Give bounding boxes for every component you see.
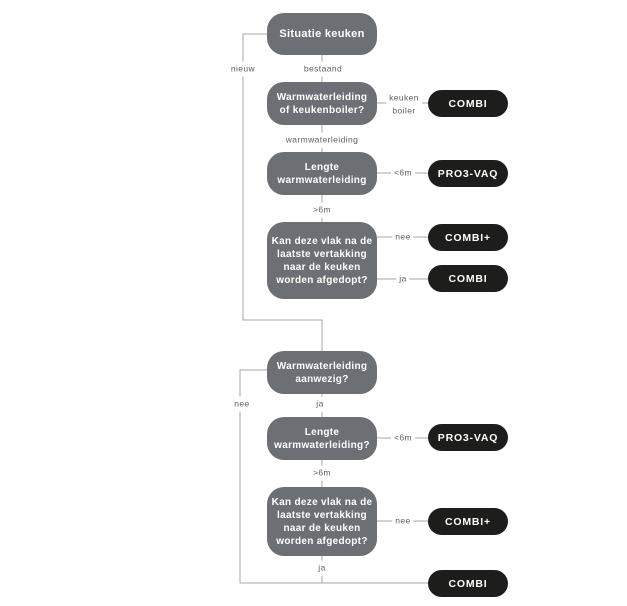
edge-nieuw-path [242,33,323,351]
edge-nee-nieuw-path [239,369,428,584]
edge-label-warmwaterleiding: warmwaterleiding [282,132,362,148]
decision-box-lengte-warmwaterleiding-nieuw: Lengte warmwaterleiding? [267,417,377,460]
edge-label-lt6m-bestaand: <6m [391,165,415,181]
decision-box-situatie-keuken: Situatie keuken [267,13,377,55]
edge-label-nee-nieuw: nee [231,396,253,412]
edge-label-ja-afdop-nieuw: ja [315,560,329,576]
edge-label-ja-nieuw: ja [313,396,327,412]
result-pill-pro3vaq-bestaand: PRO3-VAQ [428,160,508,187]
result-pill-combi-nieuw: COMBI [428,570,508,597]
edge-label-keuken-boiler: keuken boiler [386,90,422,118]
edge-label-nee-afdop-nieuw: nee [392,513,414,529]
result-pill-combi-plus-nieuw: COMBI+ [428,508,508,535]
edge-label-lt6m-nieuw: <6m [391,430,415,446]
result-pill-pro3vaq-nieuw: PRO3-VAQ [428,424,508,451]
edge-label-gt6m-bestaand: >6m [310,202,334,218]
edge-label-gt6m-nieuw: >6m [310,465,334,481]
decision-box-lengte-warmwaterleiding-bestaand: Lengte warmwaterleiding [267,152,377,195]
edge-label-ja-bestaand: ja [396,271,410,287]
result-pill-combi-bestaand: COMBI [428,265,508,292]
decision-box-warmwaterleiding-of-keukenboiler: Warmwaterleiding of keukenboiler? [267,82,377,125]
edge-label-nee-bestaand: nee [392,229,414,245]
edge-label-nieuw: nieuw [227,61,259,77]
edge-label-bestaand: bestaand [300,61,346,77]
decision-box-afdoppen-bestaand: Kan deze vlak na de laatste vertakking n… [267,222,377,299]
decision-box-warmwaterleiding-aanwezig: Warmwaterleiding aanwezig? [267,351,377,394]
result-pill-combi-plus-bestaand: COMBI+ [428,224,508,251]
decision-box-afdoppen-nieuw: Kan deze vlak na de laatste vertakking n… [267,487,377,556]
result-pill-combi-keukenboiler: COMBI [428,90,508,117]
